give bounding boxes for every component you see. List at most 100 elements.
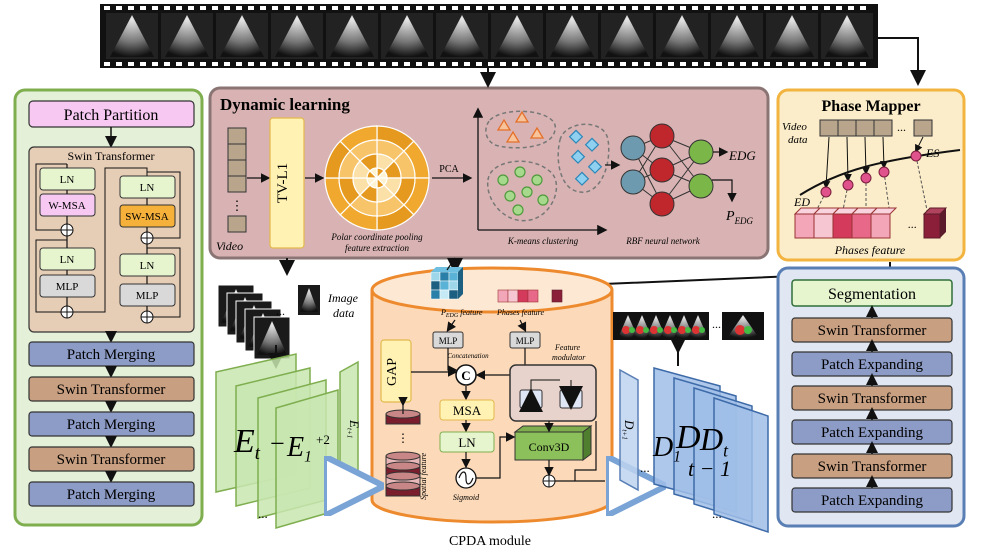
encoder-stage-label: Patch Merging xyxy=(67,417,156,433)
e-dots: ... xyxy=(325,460,335,475)
film-hole xyxy=(380,6,386,10)
gap-label: GAP xyxy=(385,358,400,386)
film-hole xyxy=(668,6,674,10)
seg-mask xyxy=(622,326,630,334)
seg-mask xyxy=(692,326,700,334)
film-hole xyxy=(140,62,146,66)
minus-label: − xyxy=(270,429,285,458)
film-hole xyxy=(308,62,314,66)
d-t-plus-1-label: Dt+1 xyxy=(620,419,637,440)
film-hole xyxy=(584,62,590,66)
encoder-stage-label: Patch Merging xyxy=(67,487,156,503)
phase-cube xyxy=(813,213,834,239)
decoder-stage-label: Patch Expanding xyxy=(821,493,924,509)
film-hole xyxy=(848,62,854,66)
spatial-feature-stack: ⋮ xyxy=(385,409,421,497)
film-hole xyxy=(248,62,254,66)
film-hole xyxy=(608,62,614,66)
seg-mask xyxy=(699,327,705,333)
svg-text:Polar coordinate pooling: Polar coordinate pooling xyxy=(330,232,423,242)
patch-partition-label: Patch Partition xyxy=(64,107,159,124)
film-hole xyxy=(824,6,830,10)
pedg-cell xyxy=(439,271,450,282)
ultrasound-image xyxy=(220,15,264,57)
svg-text:Video: Video xyxy=(782,121,807,133)
phase-cube xyxy=(851,213,872,239)
rbf-network xyxy=(620,123,729,217)
film-hole xyxy=(128,6,134,10)
film-hole xyxy=(200,62,206,66)
film-hole xyxy=(692,6,698,10)
encoder-stage-label: Swin Transformer xyxy=(57,382,166,398)
film-hole xyxy=(668,62,674,66)
film-hole xyxy=(548,62,554,66)
decoder-stage-label: Swin Transformer xyxy=(818,391,927,407)
encoder-panel: Patch Partition Swin Transformer LN W-MS… xyxy=(13,88,204,527)
ultrasound-image xyxy=(660,15,704,57)
mlp-box-1: MLP xyxy=(56,281,79,293)
film-hole xyxy=(812,6,818,10)
pedg-feature-label: PEDG feature xyxy=(440,308,483,319)
film-hole xyxy=(824,62,830,66)
svg-text:Feature: Feature xyxy=(554,343,580,352)
film-hole xyxy=(296,6,302,10)
film-hole xyxy=(716,62,722,66)
film-hole xyxy=(740,62,746,66)
seg-mask xyxy=(650,326,658,334)
map-arrow xyxy=(915,136,924,153)
film-hole xyxy=(428,62,434,66)
film-hole xyxy=(776,62,782,66)
pedg-cell xyxy=(448,280,459,291)
film-hole xyxy=(560,62,566,66)
rbf-output-node xyxy=(688,173,714,199)
ultrasound-image xyxy=(257,321,287,355)
phase-node xyxy=(910,150,922,162)
pca-label: PCA xyxy=(439,164,459,175)
film-hole xyxy=(752,62,758,66)
ln-box-2: LN xyxy=(60,254,75,266)
arrow xyxy=(446,257,456,271)
svg-text:Sigmoid: Sigmoid xyxy=(453,493,480,502)
film-hole xyxy=(476,6,482,10)
svg-text:data: data xyxy=(333,306,354,320)
svg-text:feature extraction: feature extraction xyxy=(345,243,409,253)
segmentation-box: Segmentation xyxy=(828,286,916,303)
pedg-cell xyxy=(448,271,459,282)
wmsa-box: W-MSA xyxy=(48,200,85,212)
film-hole xyxy=(104,62,110,66)
film-hole xyxy=(548,6,554,10)
rbf-hidden-node xyxy=(649,191,675,217)
film-hole xyxy=(332,62,338,66)
film-hole xyxy=(152,6,158,10)
film-hole xyxy=(836,62,842,66)
map-arrow xyxy=(843,136,852,182)
pedg-label: PEDG xyxy=(725,209,754,226)
decoder-stage-label: Swin Transformer xyxy=(818,323,927,339)
e-t-label: Et xyxy=(233,423,261,464)
film-hole xyxy=(524,6,530,10)
film-hole xyxy=(116,6,122,10)
seg-mask xyxy=(678,326,686,334)
d-1-label: D1 xyxy=(652,432,681,466)
film-hole xyxy=(212,6,218,10)
video-cell xyxy=(913,119,933,137)
e-dots: ... xyxy=(258,506,268,521)
film-hole xyxy=(188,6,194,10)
film-hole xyxy=(164,6,170,10)
phases-feature-label: Phases feature xyxy=(834,243,906,257)
film-hole xyxy=(776,6,782,10)
film-hole xyxy=(632,62,638,66)
seg-mask xyxy=(629,327,635,333)
film-hole xyxy=(296,62,302,66)
pedg-side xyxy=(458,267,463,299)
rbf-hidden-node xyxy=(649,123,675,149)
video-label: Video xyxy=(216,239,243,253)
film-hole xyxy=(692,62,698,66)
spatial-layer-top xyxy=(385,481,421,491)
small-phase-cube xyxy=(507,289,519,303)
svg-text:Phases feature: Phases feature xyxy=(496,308,544,317)
svg-text:K-means clustering: K-means clustering xyxy=(507,236,579,246)
film-hole xyxy=(368,6,374,10)
ultrasound-image xyxy=(385,15,429,57)
film-hole xyxy=(356,62,362,66)
